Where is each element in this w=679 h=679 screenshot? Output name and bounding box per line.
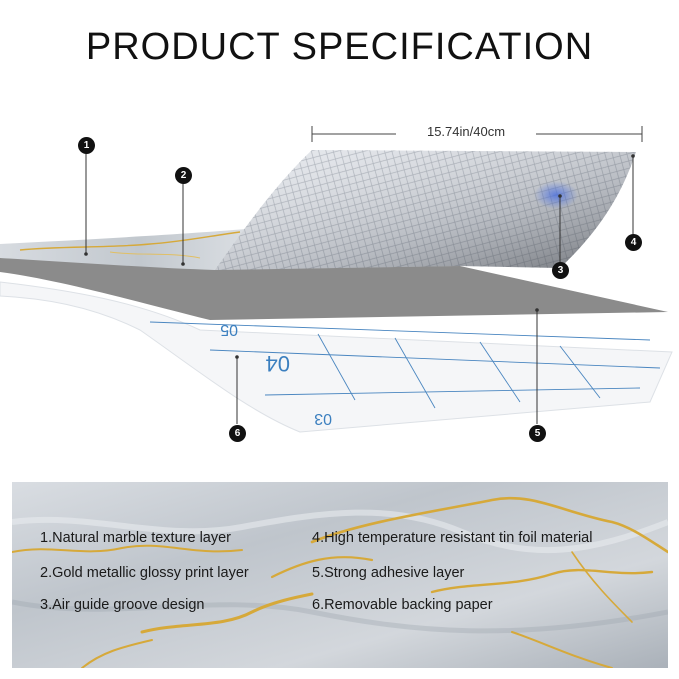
- callout-3: 3: [552, 262, 569, 279]
- callout-5: 5: [529, 425, 546, 442]
- backing-paper-shape: [0, 281, 673, 433]
- adhesive-layer-shape: [0, 258, 668, 320]
- legend-item-1: 1.Natural marble texture layer: [40, 530, 231, 546]
- callout-dots: [84, 154, 635, 359]
- marble-background: [12, 482, 668, 668]
- callout-4: 4: [625, 234, 642, 251]
- callout-leaders: [85, 154, 634, 424]
- page-title: PRODUCT SPECIFICATION: [85, 26, 594, 68]
- width-dimension-label: 15.74in/40cm: [396, 124, 536, 139]
- callout-1: 1: [78, 137, 95, 154]
- callout-6: 6: [229, 425, 246, 442]
- legend-item-4: 4.High temperature resistant tin foil ma…: [312, 530, 593, 546]
- legend-item-3: 3.Air guide groove design: [40, 597, 205, 613]
- backing-number-05: 05: [220, 321, 238, 338]
- legend-item-5: 5.Strong adhesive layer: [312, 565, 465, 581]
- backing-number-03: 03: [314, 410, 332, 427]
- legend-panel: 1.Natural marble texture layer 2.Gold me…: [12, 482, 668, 668]
- callout-2: 2: [175, 167, 192, 184]
- layer-illustration: 05 04 03: [0, 126, 673, 433]
- backing-number-04: 04: [266, 351, 290, 376]
- legend-item-2: 2.Gold metallic glossy print layer: [40, 565, 249, 581]
- gold-veins: [12, 496, 668, 668]
- backing-grid: [149, 321, 661, 409]
- legend-item-6: 6.Removable backing paper: [312, 597, 493, 613]
